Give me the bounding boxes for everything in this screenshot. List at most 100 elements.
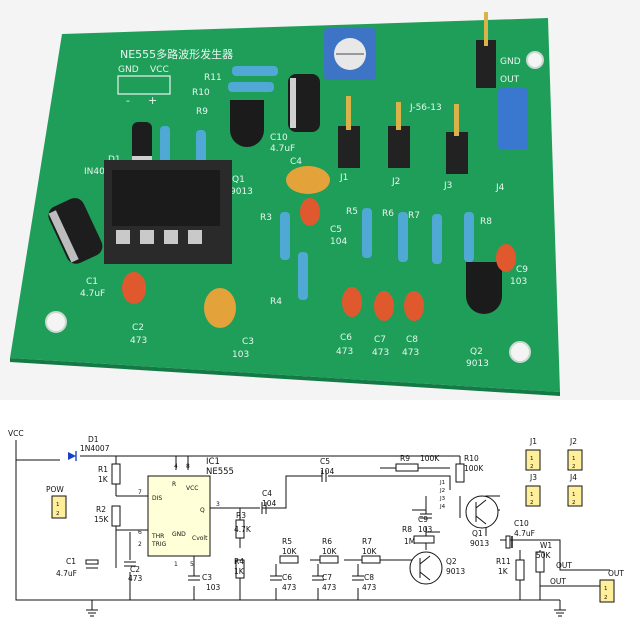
s-j4: J4 [569, 473, 577, 482]
s-j1: J1 [529, 437, 537, 446]
s-j1-2: 2 [530, 464, 534, 470]
s-out-1: OUT [556, 561, 572, 570]
s-pin-dis: DIS [152, 495, 162, 502]
pcb-gnd: GND [118, 65, 139, 75]
s-c10: C10 [514, 519, 529, 528]
s-out-2: OUT [550, 577, 566, 586]
s-r9: R9 [400, 454, 410, 463]
s-r8-val: 1M [404, 537, 415, 546]
capacitor-c10-stripe [290, 78, 296, 128]
s-r10-val: 100K [464, 464, 484, 473]
s-r5-val: 10K [282, 547, 298, 556]
resistor-r1 [160, 126, 170, 168]
s-c2: C2 [130, 565, 140, 574]
s-c10-val: 4.7uF [514, 529, 535, 538]
s-pin-gnd: GND [172, 531, 186, 538]
s-c4-val: 104 [262, 499, 277, 508]
s-c9-val: 103 [418, 525, 433, 534]
s-pow-1: 1 [56, 502, 60, 508]
s-transistor-q1 [465, 495, 499, 529]
pcb-r11: R11 [204, 73, 222, 83]
s-pin-r: R [172, 481, 176, 488]
pcb-c6: C6 [340, 333, 352, 343]
s-c9: C9 [418, 515, 428, 524]
pcb-c9: C9 [516, 265, 528, 275]
s-out-hdr-2: 2 [604, 595, 608, 601]
s-r3-val: 4.7K [234, 525, 252, 534]
capacitor-c5 [300, 198, 320, 226]
s-c6-val: 473 [282, 583, 297, 592]
s-c7: C7 [322, 573, 332, 582]
s-resistor-r10 [455, 463, 465, 483]
pcb-j2: J2 [391, 177, 400, 187]
capacitor-c1 [48, 198, 103, 264]
s-resistor-r4 [235, 559, 245, 579]
capacitor-c3 [204, 288, 236, 328]
s-r1: R1 [98, 465, 108, 474]
s-c5: C5 [320, 457, 330, 466]
s-pow-header [51, 495, 67, 519]
s-resistor-r8 [413, 535, 435, 544]
s-out-header [599, 579, 615, 603]
s-capacitors-c6-c8 [270, 575, 364, 581]
power-pad-outline [117, 75, 171, 95]
s-d1: D1 [88, 435, 99, 444]
s-w1-val: 50K [536, 551, 552, 560]
s-pin-1: 1 [174, 561, 178, 568]
pcb-r5: R5 [346, 207, 358, 217]
s-r7-val: 10K [362, 547, 378, 556]
pcb-svg: NE555多路波形发生器 GND VCC - + GND OUT R11 R10… [10, 12, 560, 396]
transistor-q2 [466, 262, 502, 314]
s-r4-val: 1K [234, 567, 245, 576]
out-header-pin [484, 12, 488, 46]
pcb-board-edge [10, 358, 560, 396]
pcb-r3: R3 [260, 213, 272, 223]
capacitor-c9 [496, 244, 516, 272]
s-r11-val: 1K [498, 567, 509, 576]
s-vcc: VCC [8, 429, 24, 438]
s-c6: C6 [282, 573, 292, 582]
resistor-r7 [432, 214, 442, 264]
s-c3-val: 103 [206, 583, 221, 592]
s-transistor-q2 [409, 551, 443, 585]
pcb-c8: C8 [406, 335, 418, 345]
s-jumpers [525, 449, 583, 507]
s-pin-3: 3 [216, 501, 220, 508]
s-pin-6: 6 [138, 529, 142, 536]
pcb-gnd-out: GND [500, 57, 521, 67]
s-pin-thr: THR [151, 533, 164, 540]
s-r6: R6 [322, 537, 332, 546]
s-capacitor-c10 [505, 535, 511, 549]
resistor-r10 [228, 82, 274, 92]
pcb-q1: Q1 [232, 175, 245, 185]
pcb-c10-val: 4.7uF [270, 144, 295, 154]
s-j4-2: 2 [572, 500, 576, 506]
capacitor-c6 [342, 287, 362, 317]
s-c3: C3 [202, 573, 212, 582]
jumper-j4 [498, 88, 528, 150]
pcb-vcc: VCC [150, 65, 169, 75]
s-c7-val: 473 [322, 583, 337, 592]
s-transistor-q1-symbol [475, 499, 487, 525]
ic-pins [116, 230, 202, 244]
pcb-r10: R10 [192, 88, 210, 98]
pcb-r4: R4 [270, 297, 282, 307]
s-r2-val: 15K [94, 515, 110, 524]
s-pin-7: 7 [138, 489, 142, 496]
s-pin-trig: TRIG [151, 541, 167, 548]
pcb-q1-part: 9013 [230, 187, 253, 197]
mount-hole [45, 311, 67, 333]
s-pin-8: 8 [186, 463, 190, 470]
pcb-c3: C3 [242, 337, 254, 347]
s-wire-j1: J1 [439, 480, 445, 486]
s-potentiometer-w1 [535, 551, 545, 573]
s-c8-val: 473 [362, 583, 377, 592]
s-r9-val: 100K [420, 454, 440, 463]
s-wire-j3: J3 [439, 496, 446, 502]
s-ic1-part: NE555 [206, 467, 234, 477]
s-pow-2: 2 [56, 511, 60, 517]
s-resistor-r3 [235, 519, 245, 539]
s-r4: R4 [234, 557, 244, 566]
s-wire-j4: J4 [439, 504, 446, 510]
diode-d1 [132, 122, 152, 162]
